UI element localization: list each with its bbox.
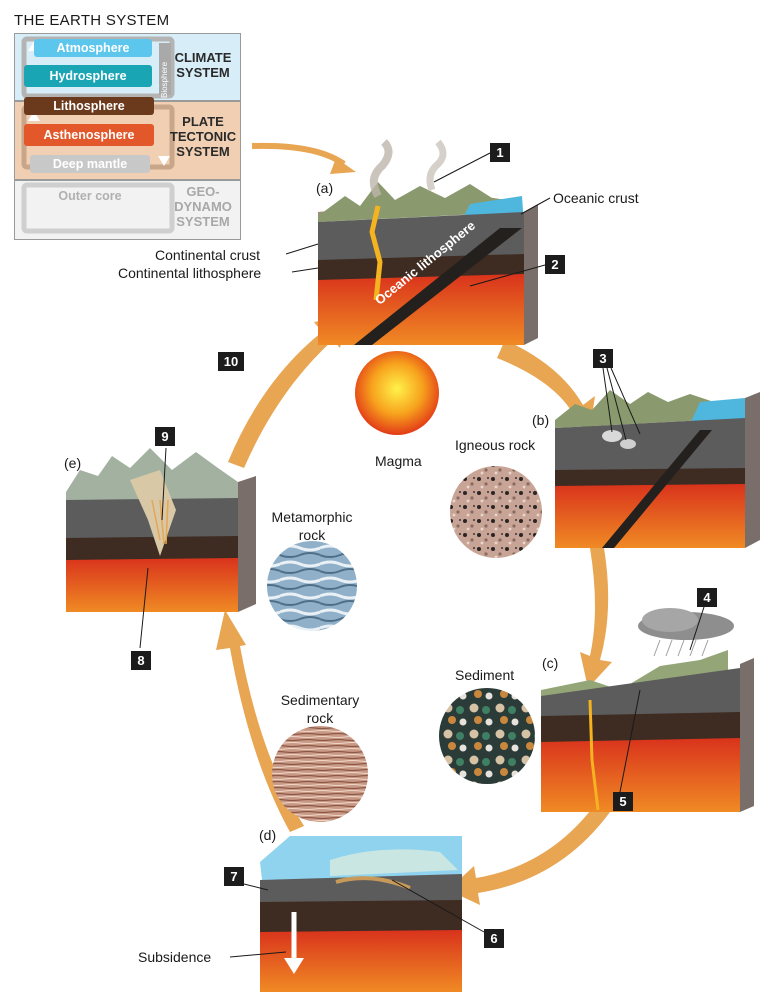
lithosphere-layer: Lithosphere xyxy=(24,97,154,115)
metamorphic-rock-label: Metamorphic rock xyxy=(271,509,353,543)
marker-1: 1 xyxy=(490,143,510,162)
outer-core-layer: Outer core xyxy=(58,189,122,203)
atmosphere-layer: Atmosphere xyxy=(34,39,152,57)
plate-tectonic-system-label: PLATE TECTONIC SYSTEM xyxy=(169,114,237,159)
cycle-arrows xyxy=(216,316,612,905)
marker-2: 2 xyxy=(545,255,565,274)
block-b xyxy=(555,390,760,548)
marker-3: 3 xyxy=(593,349,613,368)
marker-4: 4 xyxy=(697,588,717,607)
climate-system-label: CLIMATE SYSTEM xyxy=(174,50,232,80)
stage-a-label: (a) xyxy=(316,180,334,196)
subsidence-label: Subsidence xyxy=(138,949,212,965)
sediment-label: Sediment xyxy=(455,667,515,683)
block-a xyxy=(318,139,538,345)
leader-lines xyxy=(139,152,705,958)
oceanic-crust-label: Oceanic crust xyxy=(553,190,639,206)
hydrosphere-layer: Hydrosphere xyxy=(24,65,152,87)
stage-c-label: (c) xyxy=(542,655,559,671)
block-c xyxy=(541,608,754,812)
marker-10: 10 xyxy=(218,352,244,371)
asthenosphere-layer: Asthenosphere xyxy=(24,124,154,146)
stage-b-label: (b) xyxy=(532,412,550,428)
marker-6: 6 xyxy=(484,929,504,948)
sedimentary-rock-circle xyxy=(272,726,368,822)
stage-d-label: (d) xyxy=(259,827,277,843)
marker-8: 8 xyxy=(131,651,151,670)
geodynamo-system-label: GEO- DYNAMO SYSTEM xyxy=(174,184,232,229)
continental-crust-label: Continental crust xyxy=(155,247,261,263)
marker-5: 5 xyxy=(613,792,633,811)
magma-label: Magma xyxy=(375,453,422,469)
igneous-rock-circle xyxy=(450,466,542,558)
block-e xyxy=(66,448,256,612)
earth-system-title: THE EARTH SYSTEM xyxy=(14,12,170,29)
marker-7: 7 xyxy=(224,867,244,886)
continental-lithosphere-label: Continental lithosphere xyxy=(118,265,262,281)
marker-9: 9 xyxy=(155,427,175,446)
deep-mantle-layer: Deep mantle xyxy=(30,155,150,173)
sedimentary-rock-label: Sedimentary rock xyxy=(280,692,360,726)
sediment-circle xyxy=(439,688,535,784)
stage-e-label: (e) xyxy=(64,455,82,471)
block-d xyxy=(260,836,462,992)
metamorphic-rock-circle xyxy=(267,541,357,631)
magma-circle xyxy=(355,351,439,435)
igneous-rock-label: Igneous rock xyxy=(455,437,536,453)
